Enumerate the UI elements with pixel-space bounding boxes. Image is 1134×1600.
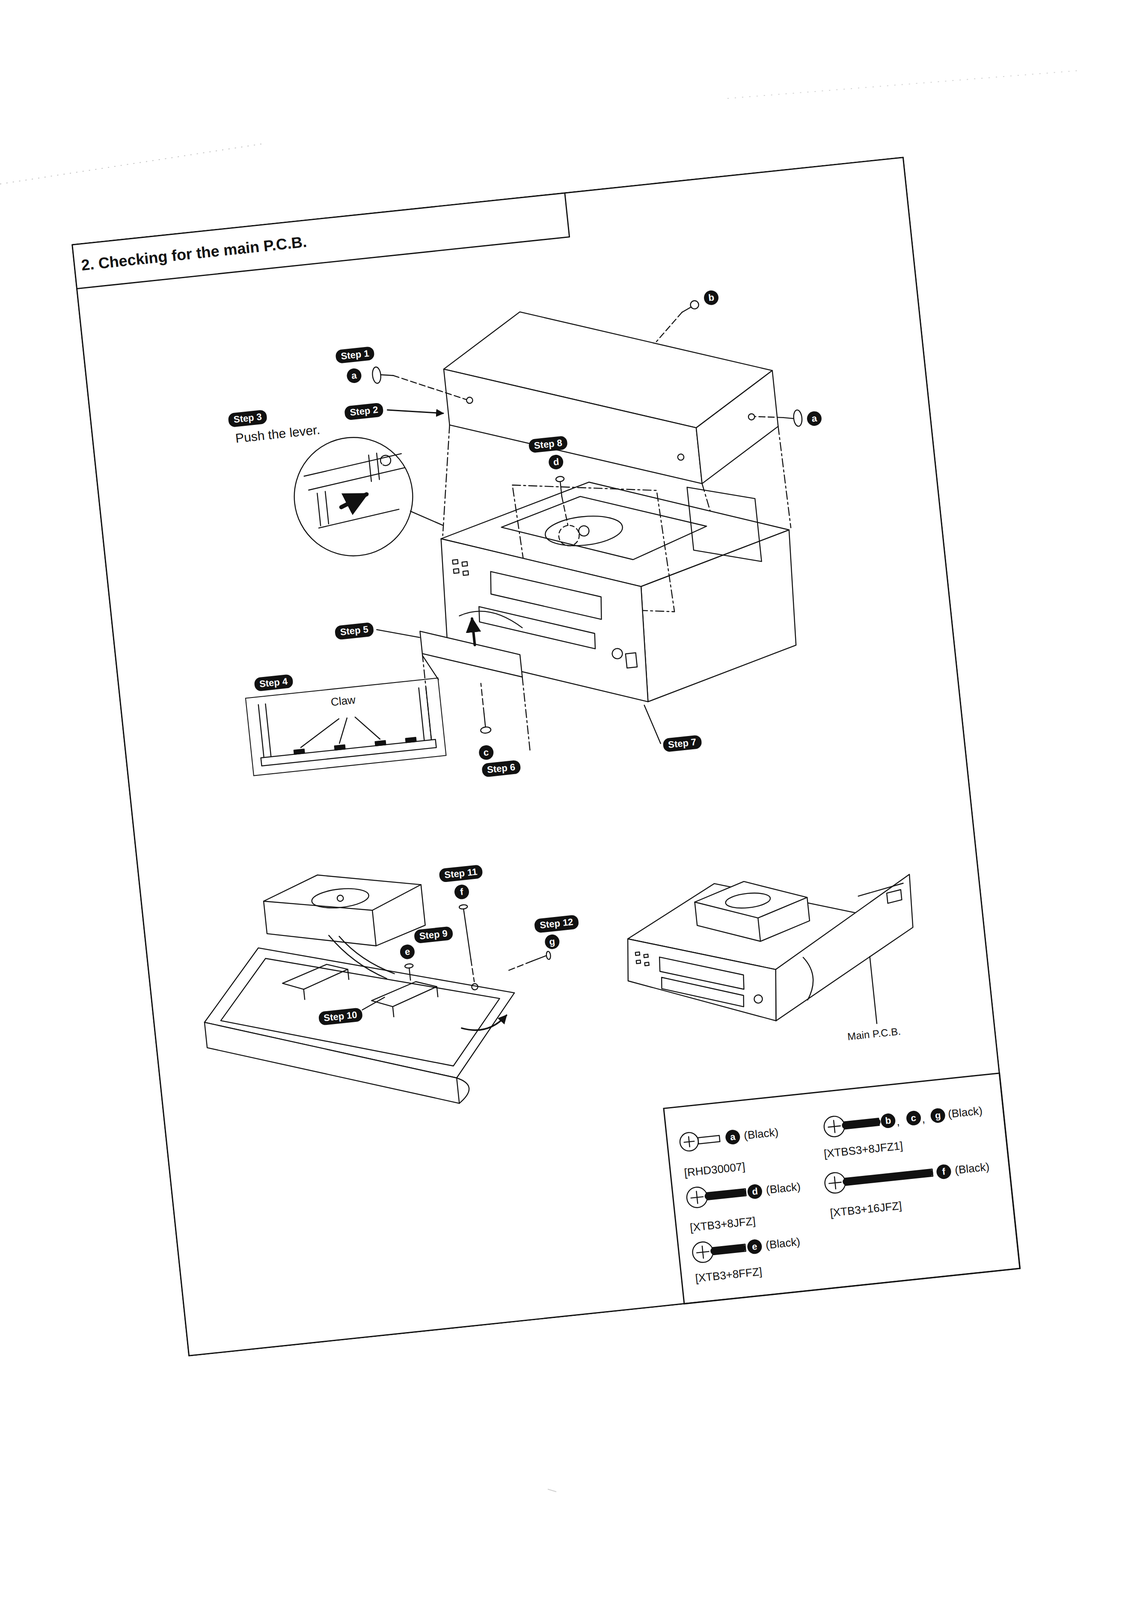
callout-letter-text: a	[811, 413, 818, 424]
step-label: Step 6	[486, 761, 516, 776]
legend-note: ,	[921, 1112, 926, 1126]
step-badge: Step 3	[228, 409, 268, 428]
callout-letter: c	[905, 1110, 922, 1127]
step-label: Step 9	[418, 927, 449, 942]
connector-layer	[71, 156, 1022, 1357]
part-name: Claw	[246, 684, 440, 719]
legend-note: (Black)	[743, 1126, 780, 1143]
step-label: Step 12	[539, 916, 574, 931]
callout-letter-text: f	[459, 887, 464, 897]
text-layer: 2. Checking for the main P.C.B.Step 1aSt…	[71, 156, 1022, 1357]
callout-letter: f	[935, 1163, 952, 1180]
callout-letter: b	[880, 1113, 897, 1129]
step-badge: Step 5	[334, 622, 375, 641]
step-badge: Step 11	[438, 864, 484, 883]
instruction-note: Push the lever.	[234, 422, 321, 446]
step-label: Step 7	[667, 736, 697, 751]
part-number: [XTBS3+8JFZ1]	[823, 1139, 904, 1161]
detail-inset: Claw	[245, 677, 447, 777]
callout-letter: e	[399, 944, 416, 960]
step-badge: Step 10	[317, 1007, 363, 1026]
callout-letter-text: e	[404, 946, 411, 957]
callout-letter: b	[703, 290, 720, 306]
callout-letter-text: b	[707, 293, 715, 303]
screw-legend-box: (Black) [RHD30007],, (Black) [XTBS3+8JFZ1] (…	[662, 1072, 1021, 1305]
callout-letter: d	[548, 454, 565, 470]
part-name: Main P.C.B.	[846, 1025, 902, 1043]
callout-letter-text: a	[729, 1132, 736, 1143]
part-number: [XTB3+8FFZ]	[694, 1265, 763, 1286]
callout-letter: a	[346, 367, 363, 384]
step-label: Step 8	[533, 437, 563, 452]
callout-letter: a	[724, 1129, 741, 1146]
callout-letter-text: c	[910, 1113, 917, 1124]
section-title: 2. Checking for the main P.C.B.	[80, 232, 308, 275]
step-label: Step 5	[339, 623, 369, 638]
callout-letter: a	[806, 410, 823, 427]
exploded-view-illustration	[71, 156, 1022, 1357]
legend-note: (Black)	[765, 1180, 802, 1197]
part-number: [XTB3+8JFZ]	[689, 1214, 757, 1235]
legend-note: (Black)	[947, 1104, 984, 1121]
callout-letter: d	[746, 1183, 763, 1200]
callout-letter-text: c	[483, 747, 490, 758]
step-label: Step 10	[323, 1009, 358, 1024]
step-badge: Step 9	[413, 926, 454, 945]
step-badge: Step 2	[344, 402, 384, 421]
part-number: [RHD30007]	[683, 1160, 746, 1180]
callout-letter: c	[477, 744, 494, 761]
callout-letter-text: g	[934, 1110, 942, 1121]
step-badge: Step 6	[481, 759, 522, 778]
step-label: Step 3	[233, 411, 263, 426]
callout-letter-text: f	[941, 1166, 947, 1177]
legend-note: ,	[895, 1115, 900, 1129]
callout-letter-text: b	[884, 1116, 892, 1126]
callout-letter-text: e	[751, 1241, 758, 1252]
step-badge: Step 1	[335, 346, 375, 365]
step-label: Step 2	[349, 404, 379, 419]
step-label: Step 4	[258, 675, 288, 690]
step-label: Step 11	[443, 866, 478, 881]
callout-letter: g	[929, 1107, 946, 1124]
callout-letter: g	[544, 933, 561, 950]
legend-note: (Black)	[765, 1235, 802, 1253]
step-badge: Step 4	[253, 673, 294, 692]
step-label: Step 1	[340, 347, 370, 362]
step-badge: Step 7	[662, 734, 703, 753]
page-frame: 2. Checking for the main P.C.B.Step 1aSt…	[71, 156, 1022, 1357]
step-badge: Step 8	[528, 435, 568, 454]
legend-note: (Black)	[954, 1160, 991, 1177]
step-badge: Step 12	[534, 914, 579, 934]
callout-letter-text: d	[751, 1186, 759, 1197]
callout-letter: e	[746, 1238, 763, 1255]
part-number: [XTB3+16JFZ]	[829, 1199, 903, 1220]
callout-letter-text: a	[350, 370, 357, 381]
callout-letter-text: g	[548, 936, 556, 947]
callout-letter-text: d	[552, 457, 560, 467]
callout-letter: f	[453, 883, 470, 900]
